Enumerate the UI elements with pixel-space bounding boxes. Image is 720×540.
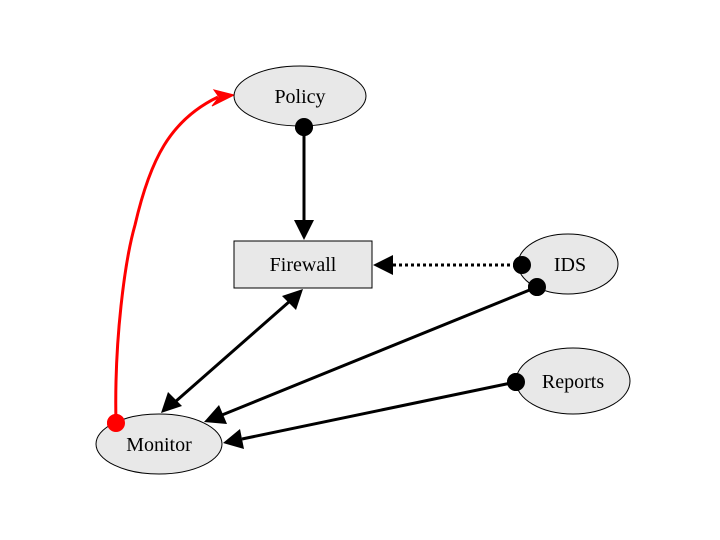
node-monitor[interactable]: Monitor [95, 413, 223, 475]
node-ids-label: IDS [554, 254, 586, 276]
dot-tail-icon [295, 118, 313, 136]
arrowhead-icon [204, 405, 227, 424]
node-policy[interactable]: Policy [233, 65, 367, 127]
node-reports-label: Reports [542, 371, 604, 393]
node-firewall-shape [233, 240, 373, 289]
arrowhead-icon [294, 220, 314, 240]
dot-tail-icon [513, 256, 531, 274]
node-firewall-label: Firewall [270, 254, 337, 276]
edge-ids-firewall[interactable] [373, 255, 531, 275]
edge-endpoint-dots [107, 118, 546, 432]
arrowhead-icon [211, 89, 236, 107]
node-firewall[interactable]: Firewall [233, 240, 373, 289]
arrowhead-icon [282, 289, 303, 310]
node-monitor-shape [95, 413, 223, 475]
arrowhead-icon [161, 392, 182, 413]
arrowhead-icon [373, 255, 393, 275]
dot-tail-icon [528, 278, 546, 296]
edge-monitor-policy[interactable] [107, 89, 236, 432]
node-policy-label: Policy [274, 86, 325, 108]
edge-ids-monitor[interactable] [204, 278, 546, 424]
dot-tail-icon [507, 373, 525, 391]
edge-firewall-monitor[interactable] [161, 289, 303, 413]
dot-tail-icon [107, 414, 125, 432]
node-monitor-label: Monitor [126, 434, 192, 456]
edge-policy-firewall[interactable] [294, 118, 314, 240]
node-ids[interactable]: IDS [517, 233, 619, 295]
arrowhead-icon [223, 429, 244, 449]
node-reports[interactable]: Reports [515, 347, 631, 415]
edge-reports-monitor[interactable] [223, 373, 525, 449]
